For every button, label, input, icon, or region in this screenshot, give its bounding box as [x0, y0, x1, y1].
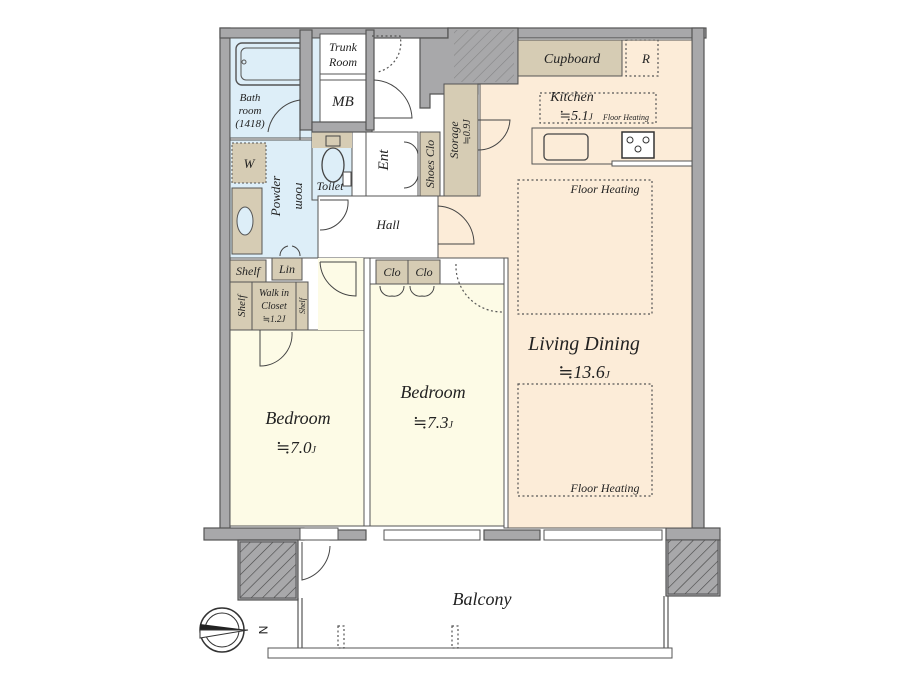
wic-label-1: Walk in [259, 288, 289, 299]
refrigerator-label: R [641, 51, 650, 66]
storage-size: ≒0.9J [462, 119, 473, 145]
bedroom-1-label: Bedroom [265, 408, 330, 428]
bathroom-label-1: Bath [240, 92, 261, 104]
room-floors [229, 29, 693, 541]
kitchen-heating-label: Floor Heating [602, 113, 649, 122]
shelf-left-label: Shelf [236, 293, 248, 317]
bathroom-label-2: room [239, 105, 262, 117]
ld-heating-bottom: Floor Heating [570, 481, 640, 495]
closet-1-label: Clo [383, 265, 400, 279]
cupboard-label: Cupboard [544, 52, 601, 67]
bathroom-label-3: (1418) [235, 118, 265, 130]
room-labels: Trunk Room MB Bath room (1418) W Powder … [235, 40, 650, 609]
kitchen-label: Kitchen [549, 90, 594, 105]
compass-north-label: N [256, 626, 270, 635]
living-dining-label: Living Dining [527, 333, 640, 355]
exterior-walls [203, 27, 721, 601]
shoes-closet-label: Shoes Clo [423, 140, 437, 188]
ld-heating-top: Floor Heating [570, 182, 640, 196]
toilet-label: Toilet [317, 179, 345, 193]
bedroom-2-label: Bedroom [400, 382, 465, 402]
bedroom-2-size: ≒7.3J [413, 413, 454, 432]
shelf-top-label: Shelf [236, 264, 262, 278]
linen-label: Lin [278, 262, 295, 276]
shelf-right-label: Shelf [298, 296, 307, 314]
balcony-label: Balcony [453, 589, 512, 609]
entrance-label: Ent [376, 149, 392, 172]
storage-label: Storage [447, 121, 461, 159]
mb-label: MB [331, 94, 354, 110]
balcony [267, 596, 673, 659]
wic-label-2: Closet [261, 301, 287, 312]
kitchen-size: ≒5.1J [559, 109, 593, 124]
doors [259, 35, 511, 581]
powder-room-label-2: room [293, 183, 308, 210]
living-dining-size: ≒13.6J [558, 362, 611, 382]
closet-2-label: Clo [415, 265, 432, 279]
bedroom-1-size: ≒7.0J [276, 438, 317, 457]
trunk-room-label-2: Room [328, 55, 357, 69]
compass-icon: N [199, 607, 270, 653]
washer-label: W [244, 156, 256, 171]
wic-size: ≒1.2J [263, 314, 287, 324]
trunk-room-label: Trunk [329, 40, 358, 54]
powder-room-label-1: Powder [268, 175, 283, 217]
hall-label: Hall [375, 217, 400, 232]
